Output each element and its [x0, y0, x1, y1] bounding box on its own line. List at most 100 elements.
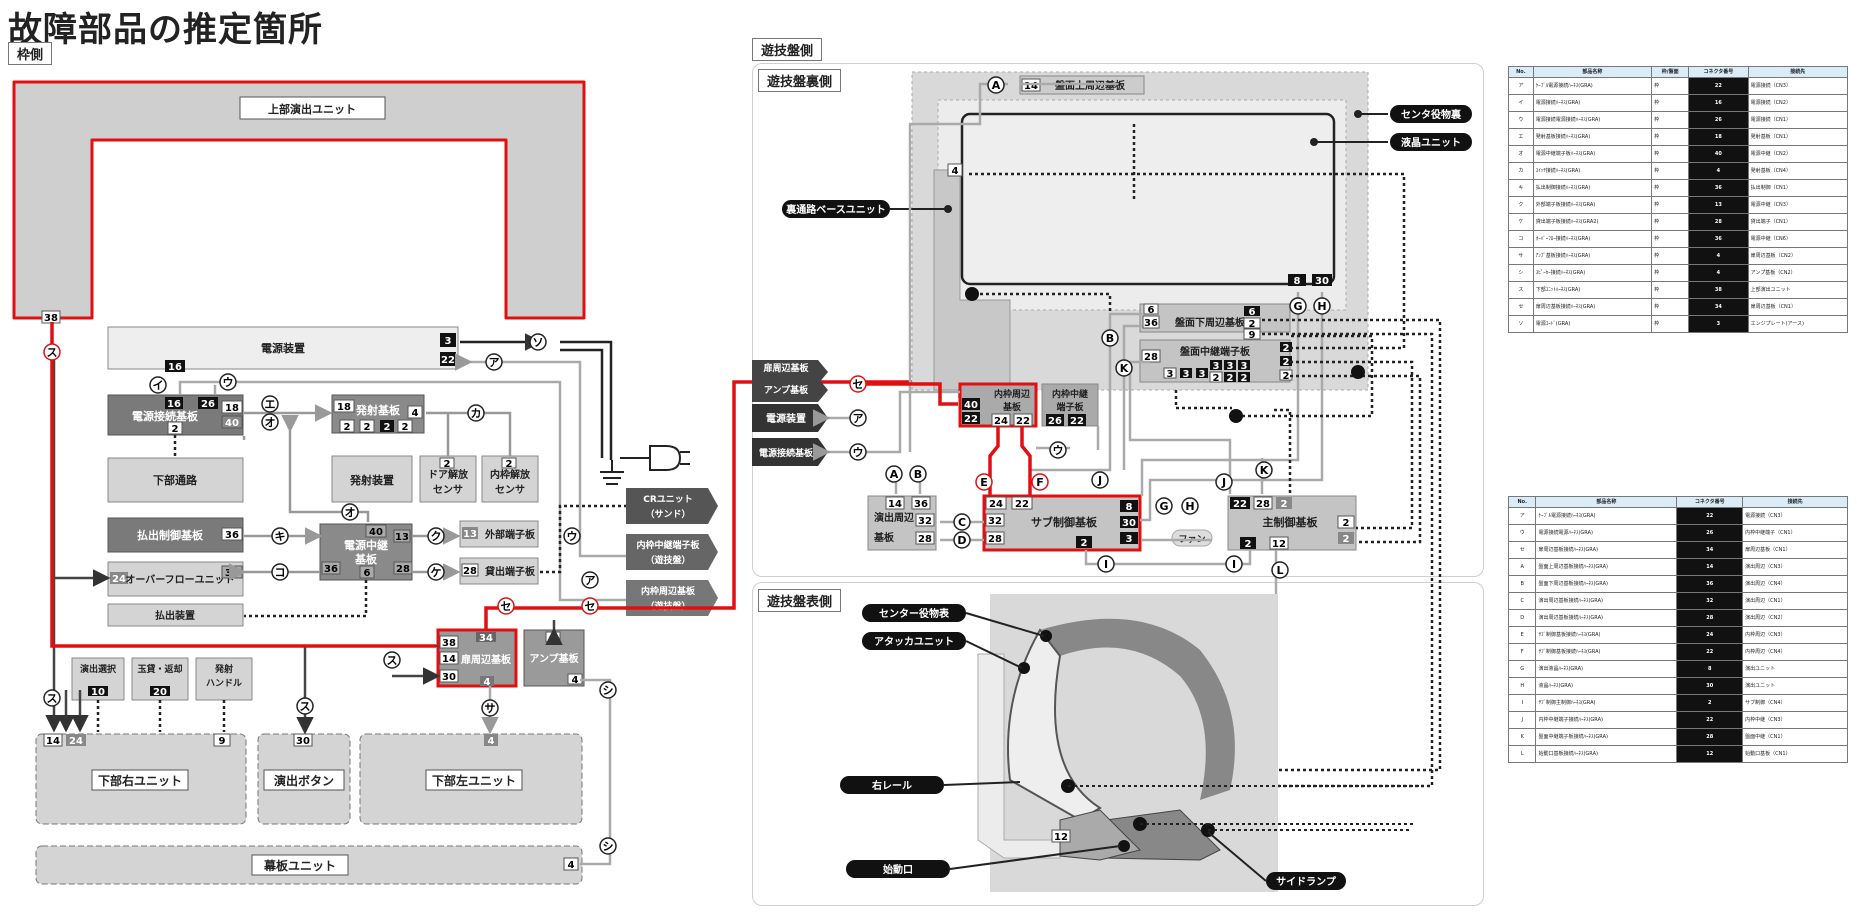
svg-text:6: 6 — [550, 633, 557, 644]
svg-text:液晶ユニット: 液晶ユニット — [1401, 136, 1461, 149]
table-cell: サブ制御（CN4） — [1742, 694, 1848, 712]
table-cell: 盤面下周辺基板接続ﾊｰﾈｽ(GRA) — [1535, 575, 1678, 593]
svg-text:8: 8 — [1294, 276, 1301, 287]
svg-text:内枠中継: 内枠中継 — [1052, 388, 1088, 400]
svg-text:3: 3 — [1183, 369, 1190, 380]
svg-text:（サンド）: （サンド） — [645, 509, 690, 520]
table-header: No. — [1508, 66, 1534, 78]
table-cell: 内枠周辺（CN4） — [1742, 643, 1848, 661]
svg-text:セ: セ — [501, 600, 512, 613]
svg-text:エ: エ — [265, 398, 276, 411]
amp-label: アンプ基板 — [529, 652, 579, 665]
svg-text:40: 40 — [964, 400, 978, 411]
svg-text:センサ: センサ — [433, 484, 463, 496]
svg-text:基板: 基板 — [354, 552, 378, 566]
power-unit-label: 電源装置 — [261, 341, 305, 355]
svg-text:カ: カ — [471, 407, 482, 420]
table-cell: 枠 — [1651, 230, 1690, 248]
table-cell: 8 — [1676, 660, 1744, 678]
svg-text:J: J — [1097, 474, 1102, 487]
svg-text:ス: ス — [47, 346, 58, 359]
table-cell: 扉周辺基板（CN1） — [1747, 298, 1849, 316]
table-cell: 3 — [1688, 315, 1749, 333]
table-header: コネクタ番号 — [1676, 496, 1744, 508]
table-cell: ア — [1508, 77, 1534, 95]
table-cell: 電源中継（CN6） — [1747, 230, 1849, 248]
svg-text:I: I — [1232, 558, 1236, 571]
svg-text:2: 2 — [1081, 538, 1088, 549]
svg-text:3: 3 — [1126, 534, 1133, 545]
table-cell: ス — [1508, 281, 1534, 299]
table-cell: ｽｲｯﾁ接続ﾊｰﾈｽ(GRA) — [1532, 162, 1653, 180]
table-cell: 枠 — [1651, 94, 1690, 112]
table-cell: 電源接続電源接続ﾊｰﾈｽ(GRA) — [1532, 111, 1653, 129]
table-cell: ウ — [1508, 111, 1534, 129]
table-header: 接続先 — [1742, 496, 1848, 508]
board-section-label: 遊技盤側 — [752, 38, 823, 61]
table-cell: 36 — [1676, 575, 1744, 593]
table-cell: J — [1507, 711, 1537, 729]
table-cell: K — [1507, 728, 1537, 746]
table-cell: 演出ユニット — [1742, 660, 1848, 678]
svg-text:24: 24 — [69, 736, 83, 747]
svg-text:2: 2 — [172, 424, 179, 435]
svg-text:6: 6 — [364, 568, 371, 579]
lower-passage-label: 下部通路 — [153, 473, 198, 487]
table-cell: E — [1507, 626, 1537, 644]
svg-text:18: 18 — [225, 403, 239, 414]
svg-text:イ: イ — [153, 379, 164, 392]
svg-text:26: 26 — [1048, 416, 1062, 427]
table-cell: ウ — [1507, 524, 1537, 542]
table-cell: 発射基板接続ﾊｰﾈｽ(GRA) — [1532, 128, 1653, 146]
table-cell: サ — [1508, 247, 1534, 265]
svg-text:8: 8 — [1126, 502, 1133, 513]
svg-text:2: 2 — [402, 422, 409, 433]
svg-text:24: 24 — [994, 416, 1008, 427]
svg-text:16: 16 — [168, 362, 182, 373]
svg-text:6: 6 — [1148, 305, 1155, 316]
svg-text:（遊技盤）: （遊技盤） — [645, 554, 690, 566]
svg-text:発射: 発射 — [214, 663, 233, 675]
svg-text:演出ボタン: 演出ボタン — [274, 773, 334, 788]
svg-text:38: 38 — [44, 313, 58, 324]
svg-text:28: 28 — [988, 534, 1002, 545]
svg-text:幕板ユニット: 幕板ユニット — [263, 858, 336, 873]
table-cell: 26 — [1676, 524, 1744, 542]
table-cell: シ — [1508, 264, 1534, 282]
page-title: 故障部品の推定箇所 — [8, 10, 323, 50]
svg-text:13: 13 — [463, 529, 477, 540]
svg-text:サブ制御基板: サブ制御基板 — [1031, 515, 1098, 529]
svg-text:ハンドル: ハンドル — [206, 678, 242, 689]
launch-device-label: 発射装置 — [349, 473, 394, 487]
svg-text:ウ: ウ — [853, 446, 864, 459]
table-cell: 30 — [1676, 677, 1744, 695]
svg-text:28: 28 — [1256, 499, 1270, 510]
table-cell: ｱﾝﾌﾟ基板接続ﾊｰﾈｽ(GRA) — [1532, 247, 1653, 265]
table-cell: 22 — [1676, 507, 1744, 525]
svg-text:36: 36 — [1144, 318, 1158, 329]
table-cell: I — [1507, 694, 1537, 712]
svg-text:K: K — [1120, 362, 1129, 375]
svg-text:3: 3 — [1199, 369, 1206, 380]
svg-text:2: 2 — [344, 422, 351, 433]
svg-text:内枠周辺: 内枠周辺 — [994, 388, 1030, 400]
table-cell: 38 — [1688, 281, 1749, 299]
table-cell: 枠 — [1651, 315, 1690, 333]
table-cell: 4 — [1688, 162, 1749, 180]
table-cell: 枠 — [1651, 264, 1690, 282]
table-cell: 枠 — [1651, 213, 1690, 231]
table-cell: ソ — [1508, 315, 1534, 333]
table-cell: 18 — [1688, 128, 1749, 146]
